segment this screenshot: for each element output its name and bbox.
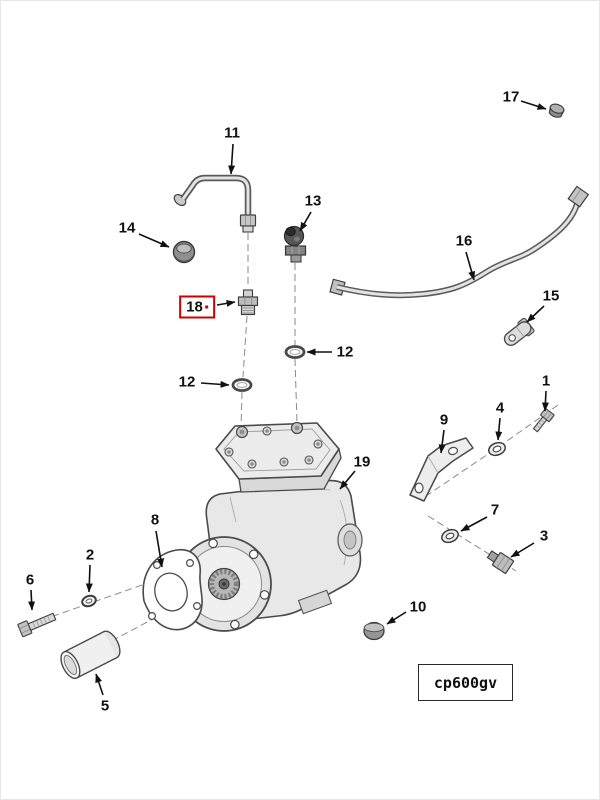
part-1-bolt xyxy=(532,408,555,433)
part-3-plug xyxy=(486,550,515,574)
arrow-12-lower xyxy=(200,380,230,388)
callout-12-upper: 12 xyxy=(336,343,354,361)
part-12-oring-lower xyxy=(231,378,253,392)
arrow-15 xyxy=(526,305,545,323)
part-6-bolt xyxy=(17,612,57,638)
arrow-13 xyxy=(299,211,312,232)
arrow-6 xyxy=(28,589,36,611)
callout-1: 1 xyxy=(541,372,551,390)
highlight-dot xyxy=(204,305,208,309)
part-7-washer xyxy=(441,528,459,544)
callout-17: 17 xyxy=(502,88,520,106)
arrow-1 xyxy=(541,390,549,412)
callout-19: 19 xyxy=(353,453,371,471)
arrow-2 xyxy=(85,564,93,593)
part-8-gasket xyxy=(142,549,203,631)
arrow-18 xyxy=(216,299,236,307)
part-12-oring-upper xyxy=(284,345,306,359)
callout-2: 2 xyxy=(85,546,95,564)
part-2-ring xyxy=(81,594,97,608)
callout-9: 9 xyxy=(439,411,449,429)
arrow-11 xyxy=(228,143,236,175)
part-13-elbow-fitting xyxy=(283,225,307,263)
part-14-cap-nut xyxy=(172,240,196,264)
callout-8: 8 xyxy=(150,511,160,529)
part-15-clamp xyxy=(503,317,535,347)
arrow-19 xyxy=(339,470,356,490)
callout-18-highlighted: 18 xyxy=(179,295,215,319)
callout-7: 7 xyxy=(490,501,500,519)
part-9-bracket xyxy=(409,437,474,502)
callout-arrows xyxy=(28,100,549,696)
callout-3: 3 xyxy=(539,527,549,545)
part-10-cap xyxy=(363,621,385,641)
part-11-tube xyxy=(173,174,257,233)
part-16-tube xyxy=(329,185,590,299)
callout-4: 4 xyxy=(495,399,505,417)
arrow-4 xyxy=(495,417,503,441)
arrow-7 xyxy=(460,516,488,532)
callout-13: 13 xyxy=(304,192,322,210)
part-17-plug xyxy=(548,103,565,118)
callout-15: 15 xyxy=(542,287,560,305)
callout-12-lower: 12 xyxy=(178,373,196,391)
callout-11: 11 xyxy=(224,124,240,142)
callout-6: 6 xyxy=(25,571,35,589)
arrow-8 xyxy=(155,530,165,568)
arrow-17 xyxy=(520,100,547,110)
part-4-washer xyxy=(488,441,506,457)
arrow-16 xyxy=(465,251,476,281)
arrow-14 xyxy=(138,233,170,248)
arrow-5 xyxy=(95,673,104,696)
arrow-10 xyxy=(386,611,407,625)
part-5-sleeve xyxy=(60,630,121,680)
arrow-9 xyxy=(438,429,446,454)
callout-5: 5 xyxy=(100,697,110,715)
callout-10: 10 xyxy=(409,598,427,616)
part-18-fitting xyxy=(237,289,259,316)
callout-14: 14 xyxy=(118,219,136,237)
diagram-code-box: cp600gv xyxy=(418,664,513,701)
diagram-code-label: cp600gv xyxy=(433,673,498,692)
part-19-compressor-body xyxy=(176,421,363,632)
callout-16: 16 xyxy=(455,232,473,250)
arrow-3 xyxy=(510,542,535,558)
